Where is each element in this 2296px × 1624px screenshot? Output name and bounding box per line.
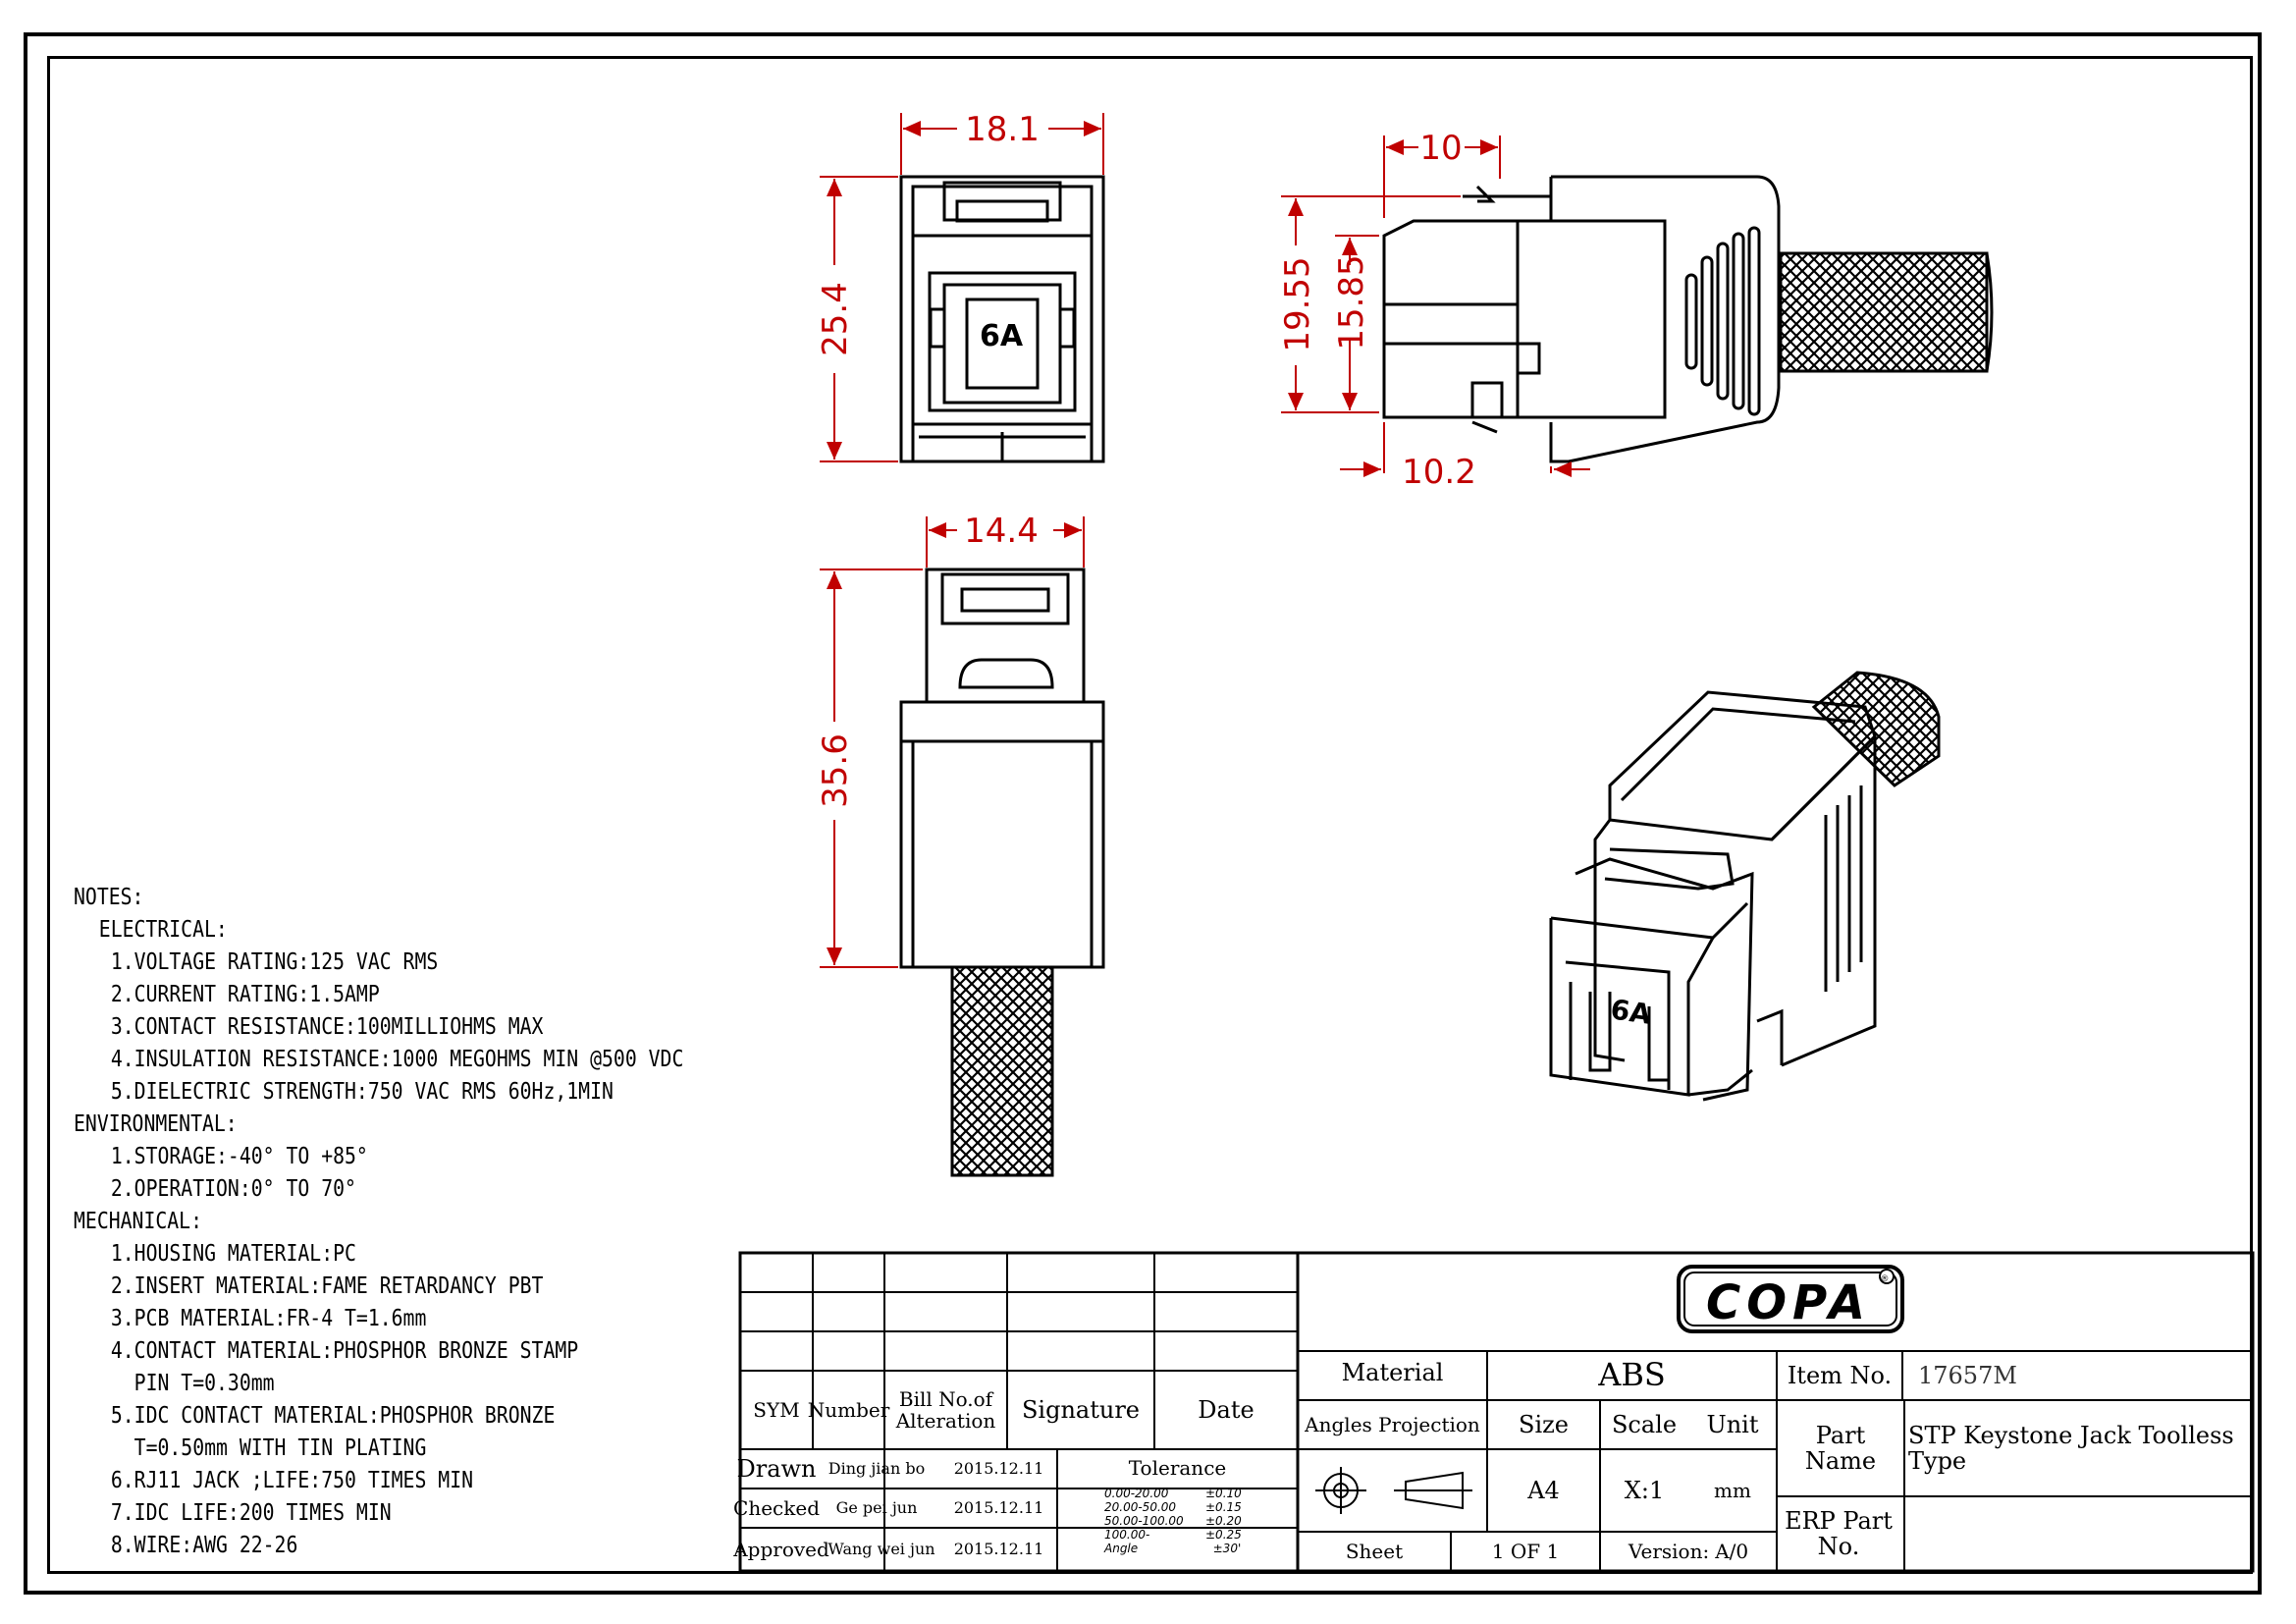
dim-side-top: 10: [1419, 129, 1462, 168]
dim-top-length: 35.6: [816, 733, 855, 808]
version-value: A/0: [1715, 1540, 1749, 1563]
version-label: Version:: [1628, 1540, 1710, 1563]
material-value: ABS: [1598, 1356, 1666, 1394]
mechanical-title: MECHANICAL:: [74, 1209, 203, 1234]
isometric-view-label: 6A: [1609, 993, 1654, 1030]
dim-side-height-outer: 19.55: [1278, 256, 1317, 352]
electrical-note-5: 5.DIELECTRIC STRENGTH:750 VAC RMS 60Hz,1…: [110, 1079, 614, 1105]
drawn-name: Ding jian bo: [828, 1459, 926, 1479]
front-view: [899, 175, 1105, 463]
part-name-label: Part Name: [1804, 1421, 1877, 1475]
checked-label: Checked: [733, 1496, 820, 1520]
top-dimension-lines: [820, 516, 1085, 968]
rev-header-date: Date: [1198, 1395, 1255, 1424]
rev-header-sym: SYM: [753, 1398, 800, 1422]
mechanical-note-7: 7.IDC LIFE:200 TIMES MIN: [110, 1500, 392, 1526]
mechanical-note-6: 6.RJ11 JACK ;LIFE:750 TIMES MIN: [110, 1468, 474, 1493]
dim-front-width: 18.1: [965, 110, 1040, 149]
notes-title: NOTES:: [74, 885, 144, 910]
projection-symbol: [1315, 1467, 1472, 1514]
angles-projection-label: Angles Projection: [1305, 1413, 1480, 1436]
notes-block: NOTES: ELECTRICAL: 1.VOLTAGE RATING:125 VA…: [74, 882, 683, 1562]
scale-value: X:1: [1624, 1476, 1665, 1504]
size-label: Size: [1519, 1410, 1569, 1438]
environmental-title: ENVIRONMENTAL:: [74, 1111, 238, 1137]
erp-part-no-label: ERP Part No.: [1785, 1506, 1893, 1560]
environmental-note-2: 2.OPERATION:0° TO 70°: [110, 1176, 356, 1202]
isometric-view: [1549, 671, 1941, 1102]
electrical-note-3: 3.CONTACT RESISTANCE:100MILLIOHMS MAX: [110, 1014, 544, 1040]
rev-header-bill: Bill No.of Alteration: [895, 1387, 996, 1433]
item-no-value: 17657M: [1918, 1361, 2017, 1389]
approved-label: Approved: [733, 1538, 829, 1561]
top-view: [899, 568, 1105, 969]
mechanical-note-2: 2.INSERT MATERIAL:FAME RETARDANCY PBT: [110, 1273, 544, 1299]
drawn-label: Drawn: [736, 1454, 817, 1483]
mechanical-note-5-cont: T=0.50mm WITH TIN PLATING: [110, 1435, 427, 1461]
electrical-title: ELECTRICAL:: [98, 917, 228, 943]
part-name-value: STP Keystone Jack Toolless Type: [1908, 1421, 2234, 1475]
scale-label: Scale: [1611, 1410, 1678, 1438]
mechanical-note-1: 1.HOUSING MATERIAL:PC: [110, 1241, 356, 1267]
sheet-label: Sheet: [1345, 1540, 1404, 1563]
electrical-note-2: 2.CURRENT RATING:1.5AMP: [110, 982, 380, 1007]
size-value: A4: [1527, 1476, 1560, 1504]
side-dimension-lines: [1281, 135, 1590, 477]
checked-date: 2015.12.11: [953, 1498, 1044, 1518]
electrical-note-1: 1.VOLTAGE RATING:125 VAC RMS: [110, 949, 439, 975]
side-view-cable: [1779, 251, 1989, 373]
electrical-note-4: 4.INSULATION RESISTANCE:1000 MEGOHMS MIN…: [110, 1047, 684, 1072]
unit-label: Unit: [1706, 1410, 1759, 1438]
svg-text:®: ®: [1881, 1274, 1890, 1284]
front-dimension-lines: [820, 113, 1104, 462]
drawn-date: 2015.12.11: [953, 1459, 1044, 1479]
tolerance-values: ±0.10 ±0.15 ±0.20 ±0.25 ±30': [1205, 1487, 1242, 1555]
side-view: [1382, 175, 1781, 463]
copa-logo: ® COPA: [1677, 1265, 1904, 1333]
rev-header-number: Number: [807, 1398, 890, 1422]
side-view-grip-ribs: [1684, 226, 1761, 416]
tolerance-ranges: 0.00-20.00 20.00-50.00 50.00-100.00 100.…: [1104, 1487, 1184, 1555]
top-view-cable: [950, 965, 1054, 1177]
mechanical-note-4-cont: PIN T=0.30mm: [110, 1371, 275, 1396]
dim-side-height-inner: 15.85: [1332, 254, 1371, 350]
mechanical-note-4: 4.CONTACT MATERIAL:PHOSPHOR BRONZE STAMP: [110, 1338, 579, 1364]
front-view-label: 6A: [980, 319, 1024, 353]
title-block-grid: [738, 1251, 2255, 1573]
mechanical-note-8: 8.WIRE:AWG 22-26: [110, 1533, 298, 1558]
sheet-value: 1 OF 1: [1491, 1540, 1560, 1563]
dim-top-width: 14.4: [964, 512, 1039, 551]
dim-side-bottom: 10.2: [1402, 453, 1476, 492]
rev-header-signature: Signature: [1021, 1395, 1141, 1424]
mechanical-note-5: 5.IDC CONTACT MATERIAL:PHOSPHOR BRONZE: [110, 1403, 556, 1429]
mechanical-note-3: 3.PCB MATERIAL:FR-4 T=1.6mm: [110, 1306, 427, 1331]
drawing-border-outer: [24, 32, 2262, 1595]
unit-value: mm: [1714, 1479, 1751, 1502]
approved-date: 2015.12.11: [953, 1540, 1044, 1559]
item-no-label: Item No.: [1787, 1361, 1893, 1389]
environmental-note-1: 1.STORAGE:-40° TO +85°: [110, 1144, 368, 1169]
logo-text: COPA: [1706, 1275, 1871, 1330]
checked-name: Ge pei jun: [835, 1498, 918, 1518]
approved-name: Wang wei jun: [828, 1540, 935, 1559]
material-label: Material: [1341, 1359, 1444, 1387]
tolerance-label: Tolerance: [1128, 1456, 1227, 1480]
dim-front-height: 25.4: [816, 282, 855, 356]
